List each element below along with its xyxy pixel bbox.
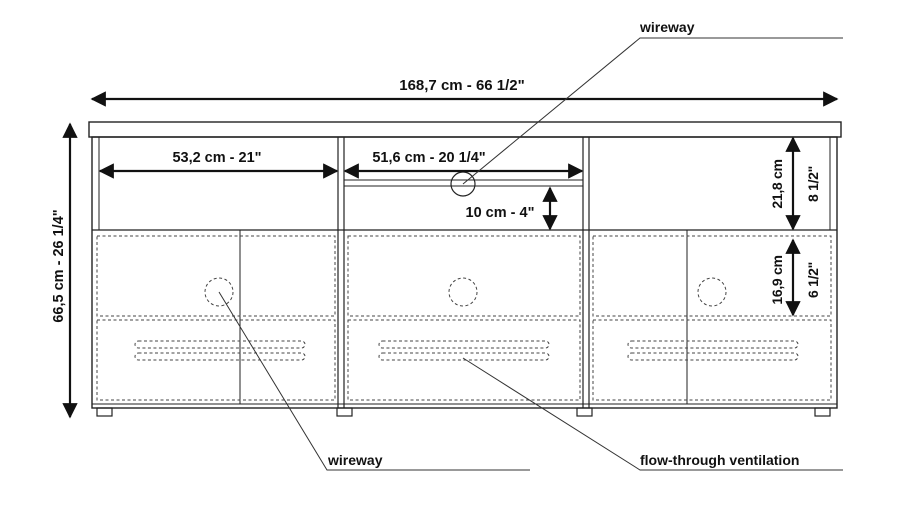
overall-height-label: 66,5 cm - 26 1/4" [51,209,67,322]
cabinet-top [88,121,842,138]
callout-wireway-bottom: wireway [327,452,383,468]
upper-height-cm-label: 21,8 cm [769,159,785,208]
door-panels [96,235,832,401]
wireway-hole-left [204,277,234,307]
cabinet-body [91,136,838,409]
wireway-hole-right [697,277,727,307]
callout-ventilation: flow-through ventilation [640,452,799,468]
ventilation-slots [134,340,799,361]
dimension-lines [62,91,839,419]
center-opening-label: 51,6 cm - 20 1/4" [372,150,485,166]
lower-height-in-label: 6 1/2" [805,262,821,298]
feet [96,407,831,417]
overall-width-label: 168,7 cm - 66 1/2" [399,77,525,94]
leader-wireway-top [462,37,843,185]
leader-ventilation [462,357,843,471]
wireway-holes [204,171,727,307]
wireway-hole-center [448,277,478,307]
leader-wireway-bottom [218,291,530,471]
lower-height-cm-label: 16,9 cm [769,255,785,304]
callout-wireway-top: wireway [639,19,695,35]
center-shelf [343,179,584,187]
dividers [337,137,590,408]
cabinet [88,121,842,417]
upper-height-in-label: 8 1/2" [805,166,821,202]
left-opening-label: 53,2 cm - 21" [172,150,261,166]
shelf-gap-label: 10 cm - 4" [466,205,535,221]
leader-lines [218,37,843,471]
